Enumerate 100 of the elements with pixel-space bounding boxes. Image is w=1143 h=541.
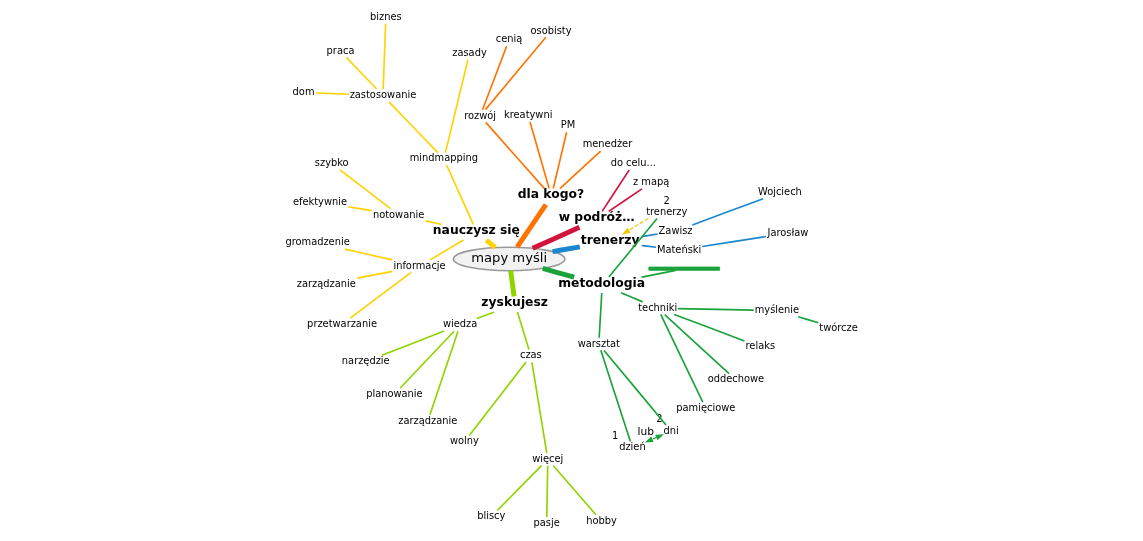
connector xyxy=(468,361,527,437)
node-text: gromadzenie xyxy=(285,236,350,248)
node-text: w podróż… xyxy=(558,210,635,225)
node-text: czas xyxy=(519,349,542,361)
node-text: szybko xyxy=(314,156,349,168)
connector xyxy=(620,292,644,303)
node-text: Wojciech xyxy=(757,186,802,198)
node-text: dzień xyxy=(619,441,646,453)
connector xyxy=(529,121,550,190)
node-text: informacje xyxy=(393,259,446,271)
connector xyxy=(600,349,632,443)
connector xyxy=(663,313,730,375)
connector xyxy=(603,349,667,426)
node-text: myślenie xyxy=(754,304,800,316)
node-text: 2 trenerzy xyxy=(646,195,688,217)
connector xyxy=(444,58,469,154)
connector xyxy=(545,464,549,518)
node-text: twórcze xyxy=(819,322,858,334)
node-label: 1 xyxy=(612,429,619,441)
node-text: zarządzanie xyxy=(296,277,356,289)
connector xyxy=(640,269,677,278)
arrow xyxy=(644,434,664,443)
connector xyxy=(484,238,497,250)
node-text: więcej xyxy=(532,452,564,464)
connector xyxy=(496,464,543,512)
connector xyxy=(388,101,439,154)
connector xyxy=(673,313,746,342)
connector xyxy=(424,220,443,226)
connector xyxy=(659,313,704,404)
connector xyxy=(445,164,475,226)
connector xyxy=(691,197,764,226)
connector xyxy=(531,361,548,454)
node-text: metodologia xyxy=(558,276,646,291)
connector xyxy=(515,203,548,249)
node-text: notowanie xyxy=(372,208,425,220)
node-text: pamięciowe xyxy=(676,402,736,414)
connector xyxy=(607,188,643,213)
node-text: wolny xyxy=(449,435,479,447)
node-text: nauczysz się xyxy=(432,223,520,238)
node-text: planowanie xyxy=(366,387,423,399)
connector xyxy=(552,244,581,254)
connector xyxy=(608,217,658,278)
node-text: menedżer xyxy=(582,138,633,150)
node-text: przetwarzanie xyxy=(307,317,377,329)
connector xyxy=(552,464,597,516)
node-text: PM xyxy=(560,119,576,131)
connector xyxy=(476,311,495,320)
connector xyxy=(381,330,445,357)
connector xyxy=(542,266,575,280)
connector xyxy=(640,233,659,238)
node-text: dni xyxy=(663,424,679,436)
connector xyxy=(347,205,373,212)
connector xyxy=(508,270,517,297)
node-text: Jarosław xyxy=(767,226,809,238)
node-text: do celu... xyxy=(610,157,657,169)
node-text: hobby xyxy=(586,514,617,526)
connector xyxy=(339,169,392,210)
node-text: bliscy xyxy=(477,510,506,522)
node-text: pasje xyxy=(533,517,560,529)
connector xyxy=(349,271,413,319)
node-text: Zawisz xyxy=(658,224,693,236)
connector xyxy=(484,121,546,190)
node-text: zarządzanie xyxy=(398,414,458,426)
node-text: efektywnie xyxy=(292,195,348,207)
connector xyxy=(429,330,459,416)
node-text: rozwój xyxy=(464,109,497,121)
node-text: trenerzy xyxy=(580,232,640,247)
connector xyxy=(345,56,378,90)
connector xyxy=(356,270,394,279)
connector xyxy=(640,244,657,249)
node-text: osobisty xyxy=(530,24,572,36)
connector xyxy=(598,292,603,339)
node-text: zyskujesz xyxy=(481,295,548,310)
connector xyxy=(481,45,508,111)
connector xyxy=(531,225,581,251)
node-text: Mateński xyxy=(656,243,702,255)
connector xyxy=(344,248,394,261)
connector xyxy=(701,235,767,248)
node-ellipse: mapy myśli xyxy=(452,246,566,272)
node-text: dom xyxy=(292,86,315,98)
node-text: zastosowanie xyxy=(349,89,417,101)
node-text: z mapą xyxy=(633,176,670,188)
node-text: biznes xyxy=(370,11,402,23)
node-text: techniki xyxy=(638,301,678,313)
node-text: kreatywni xyxy=(504,109,553,121)
connector xyxy=(559,150,602,190)
connector xyxy=(797,316,820,324)
connector xyxy=(382,22,387,90)
node-text: cenią xyxy=(495,33,523,45)
connector xyxy=(399,330,455,389)
edge-label: lub xyxy=(637,425,655,439)
node-text: praca xyxy=(326,44,355,56)
node-text: mindmapping xyxy=(409,152,479,164)
node-text: oddechowe xyxy=(707,373,765,385)
node-text: relaks xyxy=(745,340,776,352)
node-text: dla kogo? xyxy=(517,187,585,202)
connector xyxy=(429,239,465,261)
connector xyxy=(315,92,350,96)
node-text: narzędzie xyxy=(341,355,390,367)
node-text: warsztat xyxy=(577,337,620,349)
